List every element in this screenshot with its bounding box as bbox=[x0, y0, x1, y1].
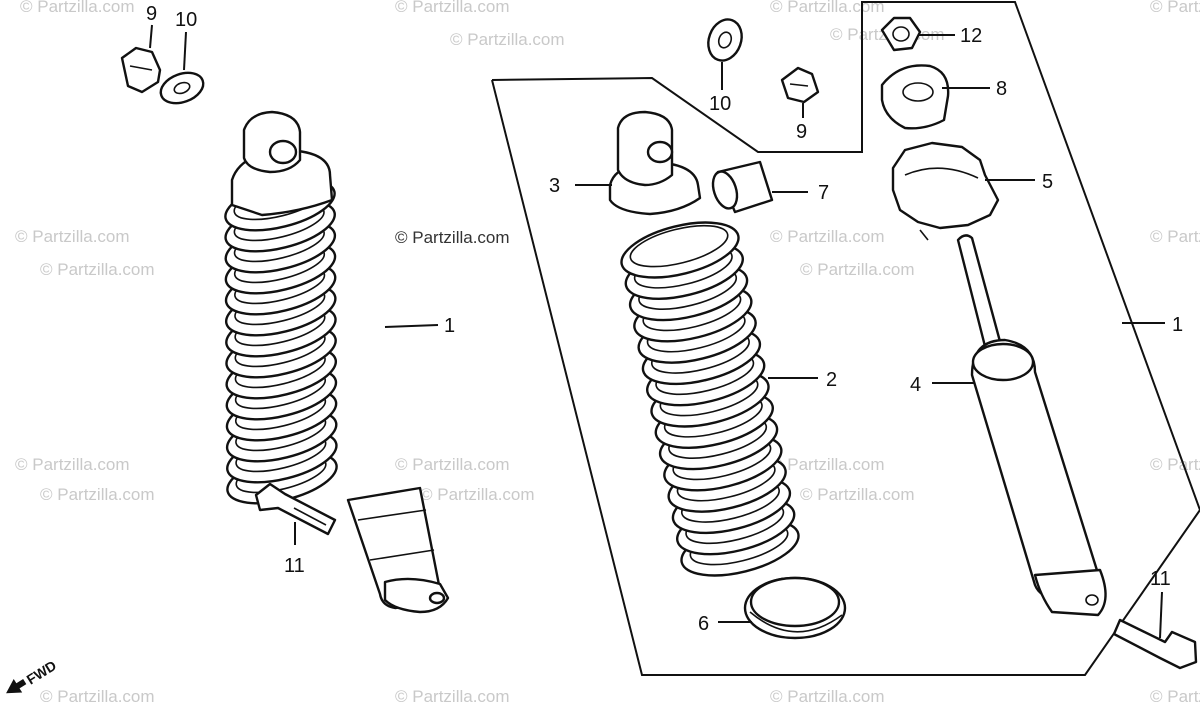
watermark-text: © Partzilla.com bbox=[770, 227, 885, 246]
callout-9: 9 bbox=[146, 3, 157, 25]
callout-3: 3 bbox=[549, 175, 560, 197]
watermark-center: © Partzilla.com bbox=[395, 228, 510, 247]
washer bbox=[707, 18, 743, 62]
watermark-text: © Partzilla.com bbox=[770, 687, 885, 704]
coil-spring bbox=[620, 221, 800, 577]
watermark-text: © Partzilla.com bbox=[40, 687, 155, 704]
watermark-text: © Partzilla.com bbox=[15, 455, 130, 474]
watermark-text: © Partzilla.com bbox=[800, 485, 915, 504]
forward-label: FWD bbox=[24, 657, 60, 687]
callout-9: 9 bbox=[796, 121, 807, 143]
exploded-view-outline bbox=[491, 1, 1200, 676]
lower-spring-seat bbox=[743, 576, 847, 640]
spring-adjuster bbox=[891, 141, 1000, 241]
watermark-text: © Partzilla.com bbox=[450, 30, 565, 49]
rubber-bushing bbox=[880, 64, 950, 130]
callout-1: 1 bbox=[1172, 314, 1183, 336]
callout-4: 4 bbox=[910, 374, 921, 396]
upper-mount-cap bbox=[608, 110, 702, 216]
mounting-bolt-right bbox=[1112, 618, 1198, 670]
watermark-text: © Partzilla.com bbox=[40, 485, 155, 504]
watermark-text: © Partzilla.com bbox=[395, 687, 510, 704]
callout-8: 8 bbox=[996, 78, 1007, 100]
callout-12: 12 bbox=[960, 25, 982, 47]
watermark-text: © Partzilla.com bbox=[1150, 227, 1200, 246]
cap-nut-left bbox=[120, 46, 162, 94]
watermark-text: © Partzilla.com bbox=[395, 0, 510, 16]
mounting-bolt-left bbox=[254, 482, 337, 536]
watermark-text: © Partzilla.com bbox=[1150, 0, 1200, 16]
spring-coil-inner bbox=[629, 224, 729, 268]
assembled-shock-absorber bbox=[224, 110, 450, 614]
callout-11: 11 bbox=[1150, 568, 1171, 590]
callout-6: 6 bbox=[698, 613, 709, 635]
watermark-text: © Partzilla.com bbox=[15, 227, 130, 246]
cap-nut bbox=[780, 66, 820, 104]
watermark-text: © Partzilla.com bbox=[40, 260, 155, 279]
watermark-text: © Partzilla.com bbox=[770, 455, 885, 474]
bushing bbox=[711, 160, 774, 214]
spring-coil bbox=[620, 221, 740, 279]
watermark-text: © Partzilla.com bbox=[800, 260, 915, 279]
lock-nut bbox=[880, 16, 922, 52]
callout-7: 7 bbox=[818, 182, 829, 204]
callout-5: 5 bbox=[1042, 171, 1053, 193]
callout-2: 2 bbox=[826, 369, 837, 391]
watermark-text: © Partzilla.com bbox=[395, 455, 510, 474]
watermark-text: © Partzilla.com bbox=[1150, 455, 1200, 474]
callout-1: 1 bbox=[444, 315, 455, 337]
watermark-text: © Partzilla.com bbox=[420, 485, 535, 504]
callout-10: 10 bbox=[175, 9, 197, 31]
watermark-layer: © Partzilla.com © Partzilla.com © Partzi… bbox=[15, 0, 1200, 704]
forward-arrow-icon bbox=[6, 678, 27, 694]
callout-10: 10 bbox=[709, 93, 731, 115]
damper-unit bbox=[956, 234, 1107, 617]
watermark-text: © Partzilla.com bbox=[1150, 687, 1200, 704]
washer-left bbox=[159, 71, 205, 105]
watermark-text: © Partzilla.com bbox=[770, 0, 885, 16]
leader-lines bbox=[149, 24, 1165, 639]
spring-coils bbox=[224, 178, 338, 505]
callout-11: 11 bbox=[284, 555, 305, 577]
watermark-text: © Partzilla.com bbox=[20, 0, 135, 16]
callout-labels: 9 10 1 11 3 2 6 7 10 9 12 8 5 4 1 11 bbox=[146, 3, 1183, 635]
